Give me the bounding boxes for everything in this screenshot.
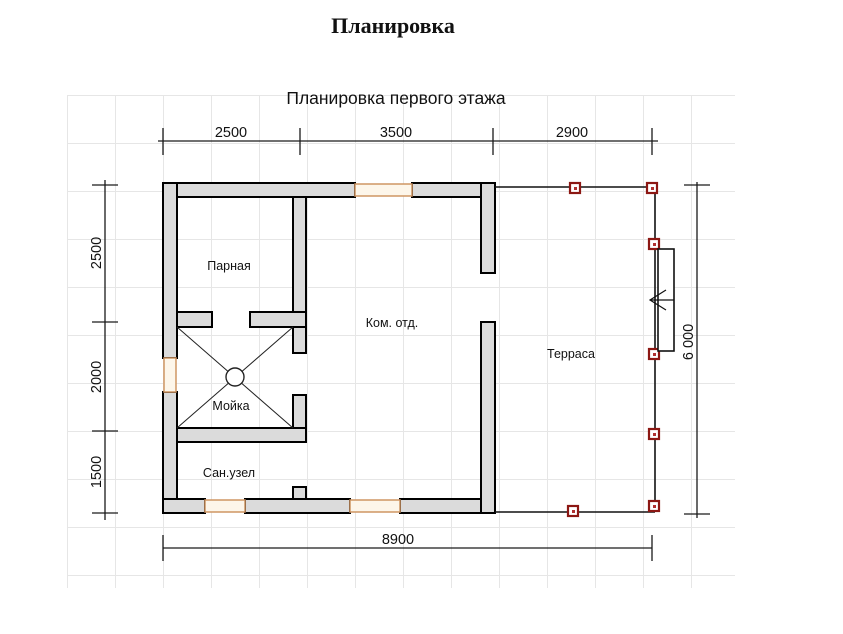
washroom-drain-cross — [176, 326, 294, 429]
window-openings — [163, 183, 413, 513]
outer-walls — [162, 182, 496, 514]
post-marker — [568, 181, 582, 195]
dimension-label: 8900 — [382, 532, 414, 548]
window-opening — [163, 357, 177, 393]
dimension-label: 2900 — [556, 125, 588, 141]
dimension-right: 6 000 — [681, 182, 710, 518]
wall-segment — [162, 498, 206, 514]
dimension-label: 2500 — [89, 237, 105, 269]
wall-segment — [292, 486, 307, 500]
dimension-label: 1500 — [89, 456, 105, 488]
post-marker — [647, 427, 661, 441]
dimension-label: 2500 — [215, 125, 247, 141]
room-label-terrasa: Терраса — [547, 347, 595, 361]
drawing-title: Планировка первого этажа — [286, 88, 506, 108]
room-label-parnaya: Парная — [207, 259, 251, 273]
post-marker — [647, 347, 661, 361]
wall-segment — [162, 391, 178, 514]
window-opening — [349, 499, 401, 513]
wall-segment — [480, 321, 496, 514]
dimension-left: 2500 2000 1500 — [89, 180, 118, 520]
room-labels: Парная Ком. отд. Мойка Сан.узел Терраса — [203, 259, 595, 480]
post-marker — [645, 181, 659, 195]
page-title: Планировка — [331, 13, 455, 38]
post-marker — [566, 504, 580, 518]
wall-segment — [292, 196, 307, 354]
interior-walls — [176, 196, 307, 500]
dimension-top: 2500 3500 2900 — [158, 125, 658, 155]
window-opening — [354, 183, 413, 197]
terrace-posts — [566, 181, 661, 518]
room-label-moyka: Мойка — [212, 399, 249, 413]
entrance — [648, 248, 675, 352]
drain — [225, 367, 245, 387]
window-opening — [204, 499, 246, 513]
wall-segment — [176, 427, 307, 443]
post-marker — [647, 237, 661, 251]
dimension-bottom: 8900 — [162, 532, 653, 561]
entrance-arrow-icon — [648, 289, 674, 311]
wall-segment — [244, 498, 351, 514]
wall-segment — [480, 182, 496, 274]
post-marker — [647, 499, 661, 513]
wall-segment — [176, 311, 213, 328]
wall-segment — [162, 182, 178, 359]
wall-segment — [292, 394, 307, 429]
dimension-label: 6 000 — [681, 324, 697, 360]
wall-segment — [249, 311, 307, 328]
dimension-label: 2000 — [89, 361, 105, 393]
wall-segment — [162, 182, 356, 198]
room-label-kom-otd: Ком. отд. — [366, 316, 419, 330]
dimension-label: 3500 — [380, 125, 412, 141]
room-label-san-uzel: Сан.узел — [203, 466, 255, 480]
